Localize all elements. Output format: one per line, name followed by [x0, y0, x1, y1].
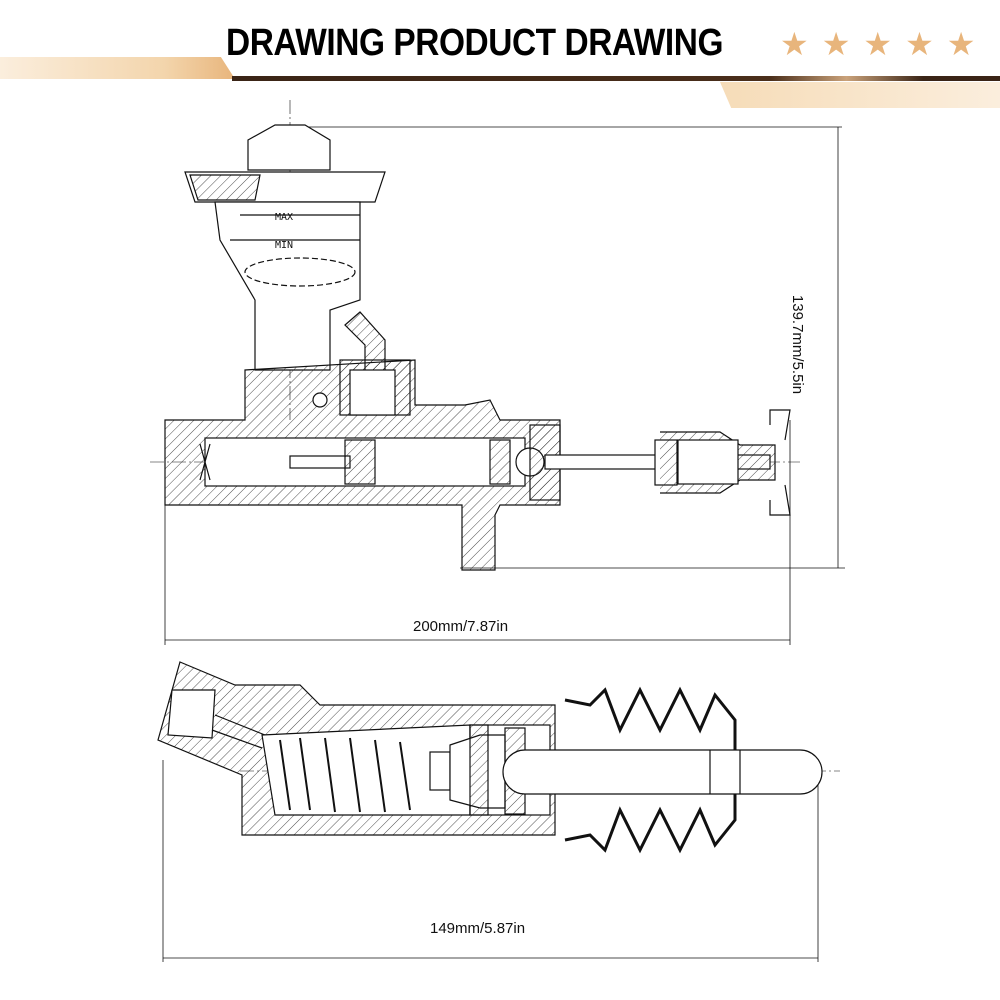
height-dimension: 139.7mm/5.5in [789, 294, 807, 395]
min-level-label: MIN [275, 240, 293, 251]
width-dimension-bottom: 149mm/5.87in [430, 920, 526, 937]
bottom-view-master-cylinder [157, 661, 840, 962]
star-icon: ★ [821, 26, 851, 62]
header-divider-line [232, 76, 1000, 81]
max-level-label: MAX [275, 212, 293, 223]
width-dimension-top: 200mm/7.87in [413, 618, 509, 635]
header-accent-band-right [720, 82, 1000, 108]
header-accent-band-left [0, 57, 235, 79]
page-title: DRAWING PRODUCT DRAWING [226, 22, 724, 64]
star-icon: ★ [946, 26, 976, 62]
star-icon: ★ [905, 26, 934, 62]
rating-stars: ★ ★ ★ ★ ★ [780, 28, 975, 60]
star-icon: ★ [863, 26, 893, 62]
top-view-master-cylinder [150, 100, 845, 645]
star-icon: ★ [780, 26, 809, 62]
